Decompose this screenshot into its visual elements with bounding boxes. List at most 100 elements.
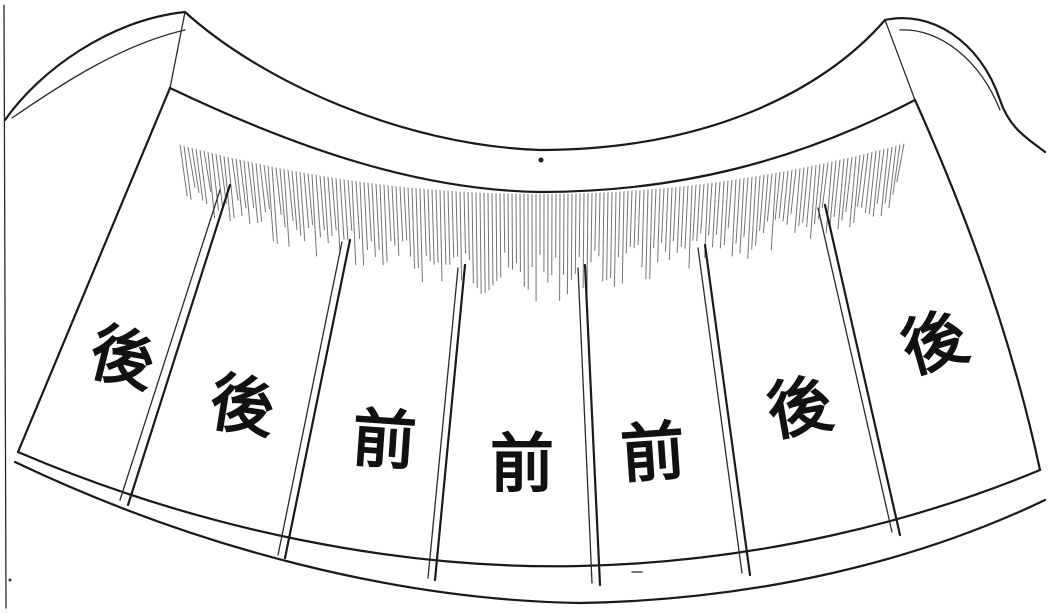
hatch-stroke <box>653 188 657 249</box>
hatch-stroke <box>645 189 649 280</box>
hatch-stroke <box>459 191 463 281</box>
panel-divider-shadows <box>119 189 893 584</box>
hatch-stroke <box>439 190 443 282</box>
hatch-stroke <box>203 151 212 192</box>
hatch-stroke <box>743 177 749 238</box>
panel-label-3: 前 <box>350 401 419 480</box>
hatch-stroke <box>837 158 845 230</box>
hatch-stroke <box>211 153 220 211</box>
panel-divider <box>703 243 752 577</box>
hatch-stroke <box>613 191 617 287</box>
hatch-stroke <box>179 144 188 197</box>
hatch-stroke <box>802 166 809 223</box>
hatch-stroke <box>809 165 817 239</box>
hatch-stroke <box>876 148 885 204</box>
hatch-stroke <box>606 192 609 281</box>
hatch-stroke <box>283 169 290 247</box>
hatch-stroke <box>395 186 400 256</box>
hatch-stroke <box>471 192 474 284</box>
panel-label-7: 後 <box>893 298 976 388</box>
hatch-stroke <box>602 192 605 282</box>
left-margin-line <box>3 4 7 609</box>
hatch-stroke <box>335 178 341 255</box>
hatch-stroke <box>860 153 869 208</box>
panel-dividers <box>126 183 902 587</box>
panel-label-2: 後 <box>205 364 281 448</box>
hatch-stroke <box>637 190 641 246</box>
hatch-stroke <box>495 193 498 282</box>
hatch-stroke <box>391 185 396 246</box>
hatch-stroke <box>762 174 769 234</box>
hatch-stroke <box>696 184 701 241</box>
hatch-stroke <box>664 187 669 252</box>
hatch-stroke <box>243 160 251 225</box>
hatch-stroke <box>590 192 593 263</box>
hatch-stroke <box>371 183 376 258</box>
hatch-stroke <box>299 172 306 242</box>
hatch-stroke <box>275 167 282 215</box>
hatch-stroke <box>223 156 231 222</box>
hatch-stroke <box>617 191 621 258</box>
hatch-stroke <box>719 181 725 249</box>
panel-divider <box>433 263 467 582</box>
hatch-stroke <box>359 181 365 266</box>
bottom-edge-outer <box>13 460 1047 605</box>
hatch-stroke <box>487 192 490 291</box>
hatch-stroke <box>295 171 302 236</box>
hatch-stroke <box>668 187 673 260</box>
hatch-stroke <box>363 182 369 250</box>
hatch-stroke <box>629 190 633 247</box>
hatch-stroke <box>845 156 853 212</box>
hatch-stroke <box>215 154 223 207</box>
hatch-stroke <box>872 150 881 217</box>
hatch-stroke <box>888 145 897 209</box>
hatch-stroke <box>782 170 789 222</box>
hatch-stroke <box>715 181 721 235</box>
panel-label-5: 前 <box>618 414 687 493</box>
hatch-stroke <box>407 187 412 257</box>
hatch-stroke <box>463 191 467 254</box>
hatch-stroke <box>566 193 569 295</box>
top-rim-inner <box>168 86 917 194</box>
hatch-stroke <box>355 181 361 239</box>
hatch-stroke <box>610 192 613 278</box>
hatch-stroke <box>586 193 589 293</box>
hatch-stroke <box>327 176 333 237</box>
hatch-stroke <box>419 188 423 283</box>
right-flap <box>884 19 1001 111</box>
hatch-stroke <box>503 193 506 253</box>
hatch-stroke <box>399 186 404 242</box>
hatch-stroke <box>821 162 829 209</box>
hatch-stroke <box>684 185 689 249</box>
hatch-stroke <box>841 157 849 221</box>
hatch-stroke <box>339 178 345 240</box>
hatch-stroke <box>303 172 310 229</box>
hatch-stroke <box>279 168 286 228</box>
panel-divider <box>283 238 352 560</box>
hatch-stroke <box>598 192 601 257</box>
hatch-stroke <box>853 155 861 224</box>
hatch-stroke <box>475 192 478 289</box>
hatch-stroke <box>507 193 510 268</box>
panel-divider-shadow <box>817 207 893 533</box>
hatch-stroke <box>431 189 435 265</box>
panel-labels: 後 後 前 前 前 後 後 <box>82 298 976 502</box>
bottom-edge-inner <box>16 450 1042 568</box>
hatch-stroke <box>447 190 451 265</box>
hatch-stroke <box>896 143 905 183</box>
hatch-stroke <box>680 186 685 247</box>
hatch-stroke <box>708 182 713 236</box>
hatch-stroke <box>676 186 681 253</box>
hatch-stroke <box>247 161 255 209</box>
hatch-stroke <box>259 164 267 213</box>
center-dot <box>538 157 544 163</box>
hatch-stroke <box>778 171 785 219</box>
hatch-stroke <box>411 187 416 269</box>
hatch-stroke <box>700 183 705 234</box>
hatch-stroke <box>451 191 455 258</box>
hatch-stroke <box>813 164 821 225</box>
hatch-stroke <box>323 176 329 244</box>
hatch-stroke <box>688 185 693 269</box>
hatch-stroke <box>347 179 353 231</box>
